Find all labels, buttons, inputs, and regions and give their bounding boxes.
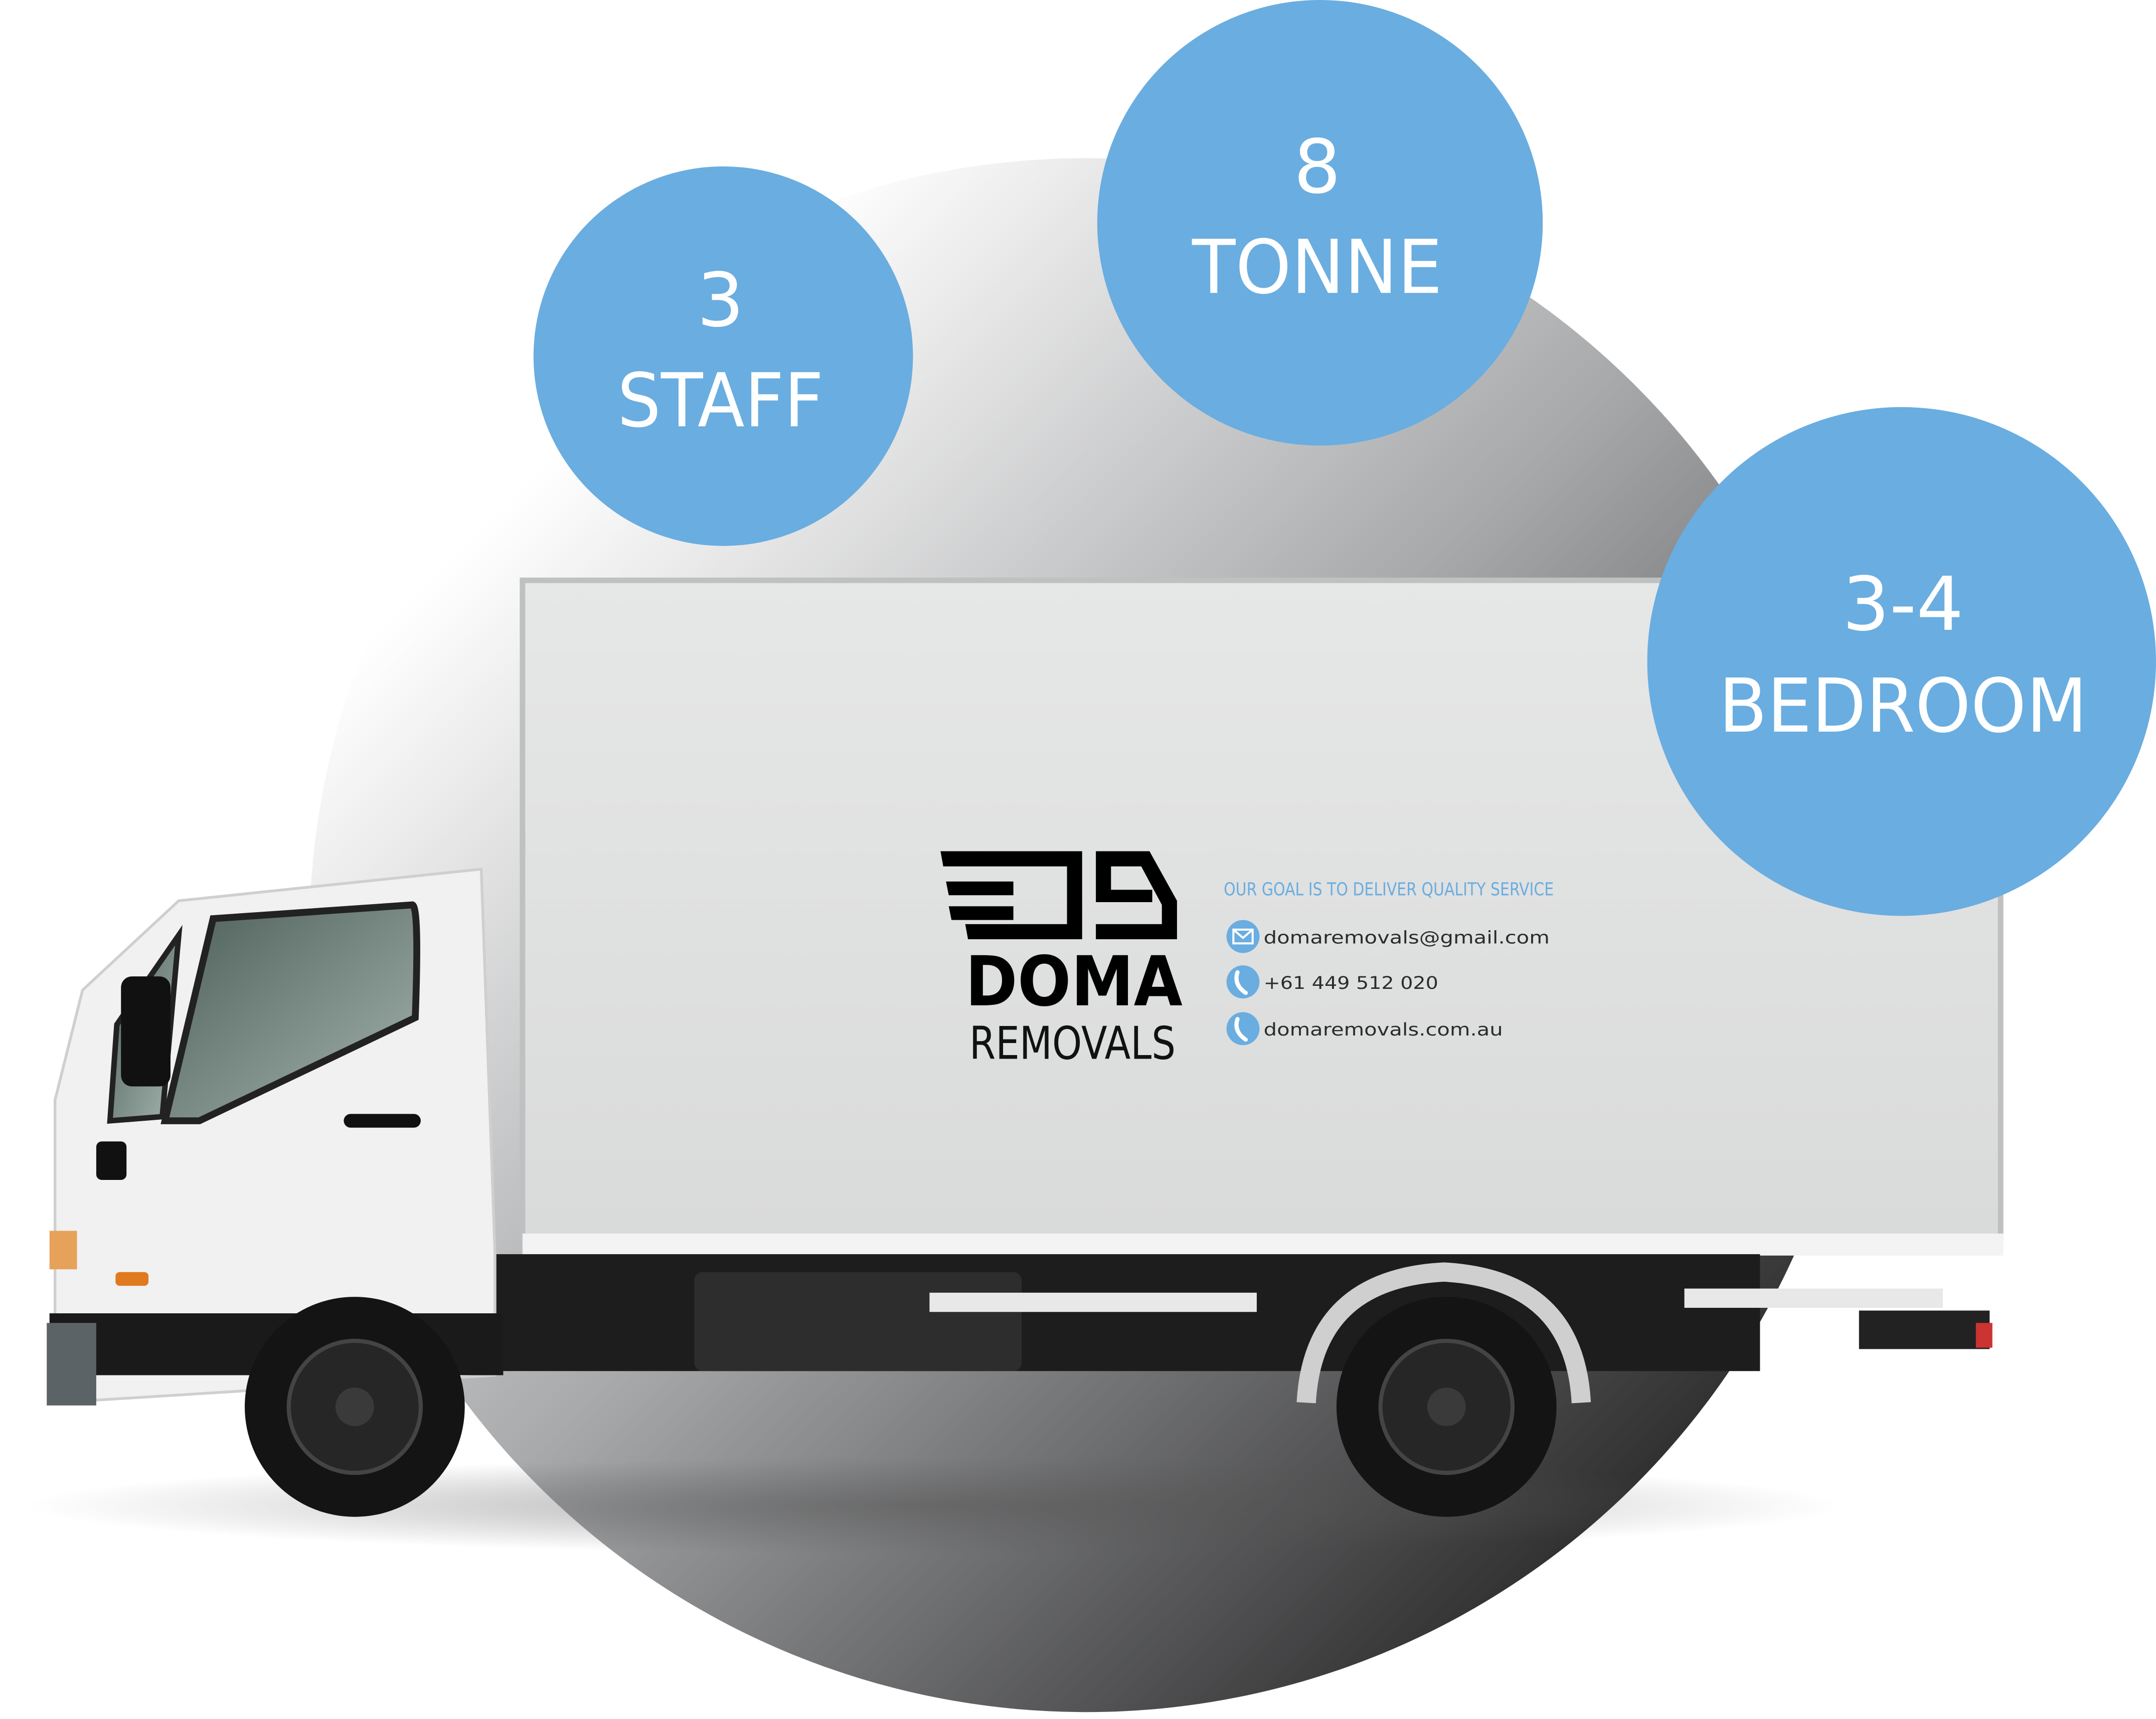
brand-subtitle: REMOVALS [969,1017,1176,1070]
badge-tonne-label: TONNE [1192,224,1442,310]
badge-staff-label: STAFF [617,358,823,444]
contact-phone-text[interactable]: +61 449 512 020 [1264,973,1438,993]
badge-staff-value: 3 [697,257,744,343]
contact-email[interactable]: domaremovals@gmail.com [1226,920,1550,953]
badge-bedroom-label: BEDROOM [1719,663,2087,749]
tagline: OUR GOAL IS TO DELIVER QUALITY SERVICE [1224,879,1554,900]
brand-name: DOMA [965,942,1183,1022]
mail-icon [1226,920,1260,953]
badge-tonne-value: 8 [1293,124,1341,210]
contact-website-text[interactable]: domaremovals.com.au [1264,1020,1503,1040]
contact-phone[interactable]: +61 449 512 020 [1226,965,1438,998]
contact-email-text[interactable]: domaremovals@gmail.com [1264,928,1550,948]
badge-bedroom: 3-4 BEDROOM [1647,407,2156,916]
front-wheel [245,1297,465,1517]
rear-wheel [1336,1297,1557,1517]
badge-tonne: 8 TONNE [1097,0,1543,446]
badge-bedroom-value: 3-4 [1843,561,1964,647]
phone-icon [1226,965,1260,998]
phone-icon [1226,1012,1260,1046]
contact-website[interactable]: domaremovals.com.au [1226,1012,1503,1046]
doma-logo: DOMA REMOVALS [940,851,1183,1070]
badge-staff: 3 STAFF [533,166,913,546]
